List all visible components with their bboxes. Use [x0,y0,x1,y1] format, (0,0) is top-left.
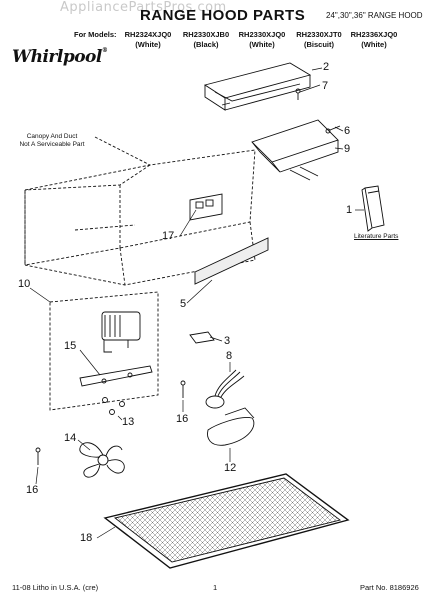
page-number: 1 [213,583,218,592]
part-6-screw [325,125,341,134]
model-number: RH2336XJQ0 [350,30,398,39]
model-color: (Biscuit) [304,40,334,49]
part-5-light-lens [194,237,269,285]
whirlpool-logo: Whirlpool® [12,47,108,67]
literature-parts-label: Literature Parts [354,233,399,240]
logo-text: Whirlpool [12,47,102,67]
callout-12: 12 [224,462,237,474]
leader-lines [29,67,364,539]
callout-18: 18 [80,532,93,544]
part-10-blower-frame [49,291,159,411]
models-label: For Models: [74,30,117,39]
watermark: AppliancePartsPros.com [60,0,227,15]
callout-2: 2 [323,61,330,73]
callout-16-upper: 16 [176,413,189,425]
callout-15: 15 [64,340,77,352]
part-9-mounting-tray [251,119,339,181]
page-title: RANGE HOOD PARTS [140,7,306,24]
callout-6: 6 [344,125,351,137]
callout-8: 8 [226,350,233,362]
motor [101,311,141,353]
part-3-clip [189,331,215,344]
registered-mark: ® [101,47,108,54]
canopy-note-line: Canopy And Duct [26,133,78,140]
model-number: RH2330XJB0 [182,30,230,39]
part-13-screws [102,397,125,415]
callout-9: 9 [344,143,351,155]
litho-note: 11-08 Litho in U.S.A. (cre) [12,583,99,592]
model-number: RH2324XJQ0 [124,30,172,39]
callout-16-lower: 16 [26,484,39,496]
callout-3: 3 [224,335,231,347]
part-14-fan-blade [79,442,125,478]
part-8-lamp-socket [205,369,245,409]
model-color: (Black) [193,40,219,49]
model-number: RH2330XJQ0 [238,30,286,39]
model-number: RH2330XJT0 [296,30,342,39]
callout-7: 7 [322,80,329,92]
model-color: (White) [361,40,387,49]
callout-14: 14 [64,432,77,444]
range-hood-size-label: 24",30",36" RANGE HOOD [326,11,423,20]
part-12-light-housing [207,407,255,446]
part-16-screw-b [35,447,41,465]
callout-5: 5 [180,298,187,310]
part-15-bracket [79,365,153,387]
canopy-outline [24,136,256,286]
part-number: Part No. 8186926 [360,583,419,592]
callout-10: 10 [18,278,31,290]
part-2-cover-box [203,62,312,111]
callout-17: 17 [162,230,175,242]
canopy-note-line: Not A Serviceable Part [19,141,85,148]
model-color: (White) [249,40,275,49]
part-1-literature-booklet [361,185,385,232]
canopy-note: Canopy And Duct Not A Serviceable Part [12,133,92,149]
part-16-screw-a [180,380,186,398]
callout-13: 13 [122,416,135,428]
callout-1: 1 [346,204,353,216]
model-color: (White) [135,40,161,49]
part-18-grease-filter [103,473,350,569]
part-17-switch-panel [189,193,223,221]
part-7-screw [295,88,301,100]
